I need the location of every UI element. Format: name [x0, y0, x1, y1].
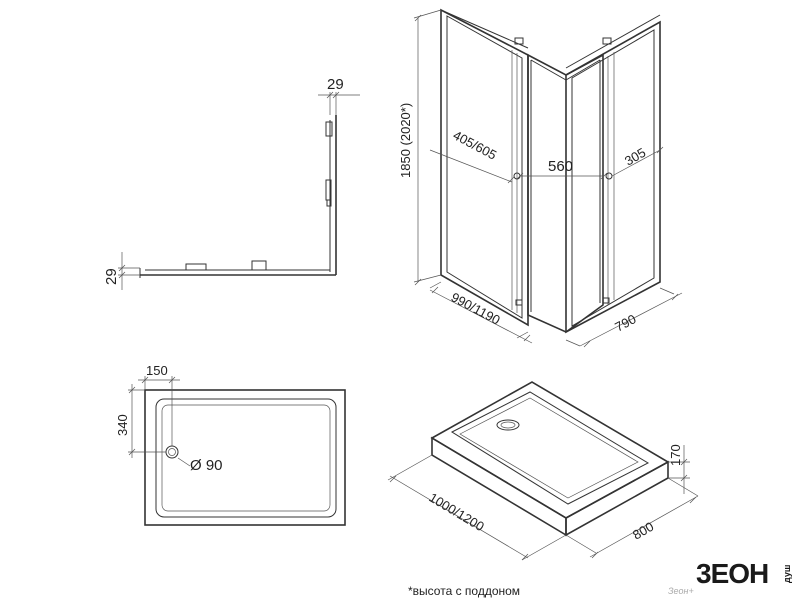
profile-top-dim: 29: [327, 76, 344, 93]
tray-offset-x-dim: 150: [146, 363, 168, 378]
profile-left-dim: 29: [103, 268, 120, 285]
cabin-depth-dim: 790: [612, 311, 638, 334]
brand-logo-text: 3EOH: [696, 558, 768, 589]
tray-height-dim: 170: [668, 444, 683, 466]
tray-width-dim: 800: [630, 519, 656, 543]
profile-view: 29 29: [103, 76, 360, 290]
footnote: *высота с поддоном: [408, 584, 521, 598]
cabin-center-dim: 560: [548, 158, 573, 175]
cabin-right-door-dim: 305: [622, 145, 648, 169]
tray-length-dim: 1000/1200: [426, 490, 486, 535]
tray-offset-y-dim: 340: [115, 414, 130, 436]
brand-logo: 3EOH душ: [696, 558, 792, 589]
brand-small-text: Зеон+: [668, 586, 694, 596]
brand-logo-suffix: душ: [782, 565, 792, 583]
cabin-height-dim: 1850 (2020*): [398, 103, 413, 178]
cabin-view: 1850 (2020*) 405/605 560 305 990/1190 79…: [398, 8, 683, 348]
tray-iso-view: 170 1000/1200 800: [387, 381, 699, 561]
cabin-left-door-dim: 405/605: [451, 127, 500, 162]
tray-drain-dim: Ø 90: [190, 457, 223, 474]
tray-top-view: 150 340 Ø 90: [115, 363, 346, 526]
